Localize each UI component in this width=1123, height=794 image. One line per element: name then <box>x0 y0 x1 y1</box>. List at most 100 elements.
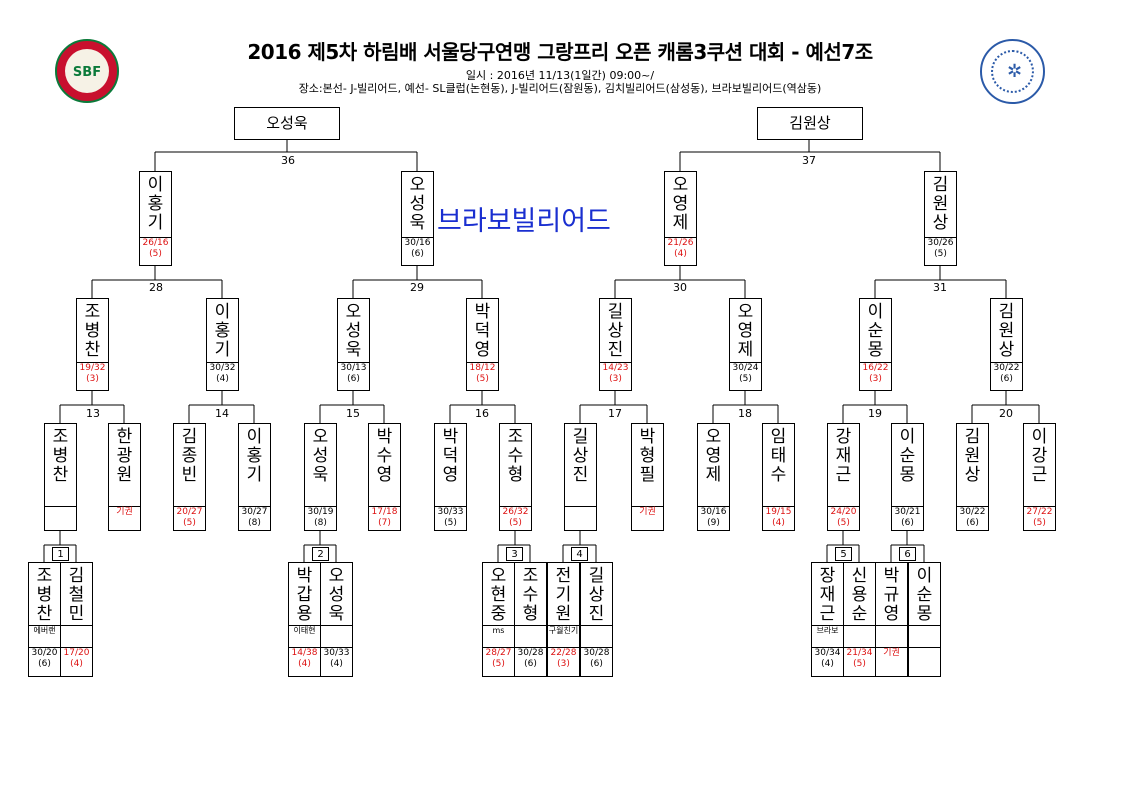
rank-value: (5) <box>1033 518 1046 528</box>
player-club: 구월친기 <box>548 625 579 651</box>
player-score <box>909 647 940 676</box>
player-score: 20/27(5) <box>174 506 205 530</box>
player-score: 22/28(3) <box>548 647 579 676</box>
score-value: 기권 <box>116 507 133 517</box>
player-score: 21/26(4) <box>665 237 696 265</box>
score-value: 24/20 <box>830 507 857 517</box>
score-value: 30/33 <box>323 648 350 658</box>
score-value: 30/28 <box>583 648 610 658</box>
player-club <box>61 625 92 651</box>
rank-value: (4) <box>821 659 834 669</box>
rank-value: (5) <box>149 249 162 259</box>
emblem-icon: ✲ <box>1006 61 1023 82</box>
score-value: 30/34 <box>814 648 841 658</box>
rank-value: (8) <box>248 518 261 528</box>
player-score: 30/20(6) <box>29 647 60 676</box>
match-number: 31 <box>933 281 947 294</box>
rank-value: (5) <box>837 518 850 528</box>
match-number: 37 <box>802 154 816 167</box>
rank-value: (6) <box>524 659 537 669</box>
player-score: 16/22(3) <box>860 362 891 390</box>
score-value: 28/27 <box>485 648 512 658</box>
score-value: 30/20 <box>31 648 58 658</box>
player-score: 17/18(7) <box>369 506 400 530</box>
score-value: 30/24 <box>732 363 759 373</box>
score-value: 기권 <box>639 507 656 517</box>
player-club <box>876 625 907 651</box>
score-value: 16/22 <box>862 363 889 373</box>
match-number: 20 <box>999 407 1013 420</box>
rank-value: (6) <box>347 374 360 384</box>
player-score: 17/20(4) <box>61 647 92 676</box>
player-score: 14/23(3) <box>600 362 631 390</box>
player-score: 30/26(5) <box>925 237 956 265</box>
score-value: 19/32 <box>79 363 106 373</box>
score-value: 14/38 <box>291 648 318 658</box>
score-value: 17/18 <box>371 507 398 517</box>
venue-label: 브라보빌리어드 <box>437 206 611 237</box>
player-score: 30/33(4) <box>321 647 352 676</box>
page-title: 2016 제5차 하림배 서울당구연맹 그랑프리 오픈 캐롬3쿠션 대회 - 예… <box>247 40 873 64</box>
sbf-logo: SBF <box>55 39 119 103</box>
rank-value: (5) <box>853 659 866 669</box>
rank-value: (3) <box>609 374 622 384</box>
sbf-logo-text: SBF <box>72 65 102 80</box>
player-score: 27/22(5) <box>1024 506 1055 530</box>
top-box-right: 김원상 <box>757 107 863 140</box>
score-value: 20/27 <box>176 507 203 517</box>
player-score: 24/20(5) <box>828 506 859 530</box>
score-value: 21/26 <box>667 238 694 248</box>
score-value: 30/19 <box>307 507 334 517</box>
score-value: 18/12 <box>469 363 496 373</box>
player-score: 30/28(6) <box>515 647 546 676</box>
player-score: 30/33(5) <box>435 506 466 530</box>
match-number: 14 <box>215 407 229 420</box>
score-value: 30/22 <box>959 507 986 517</box>
player-club: 이태현 <box>289 625 320 651</box>
player-score: 30/16(9) <box>698 506 729 530</box>
score-value: 26/32 <box>502 507 529 517</box>
rank-value: (6) <box>590 659 603 669</box>
score-value: 30/13 <box>340 363 367 373</box>
player-score: 19/15(4) <box>763 506 794 530</box>
rank-value: (6) <box>38 659 51 669</box>
